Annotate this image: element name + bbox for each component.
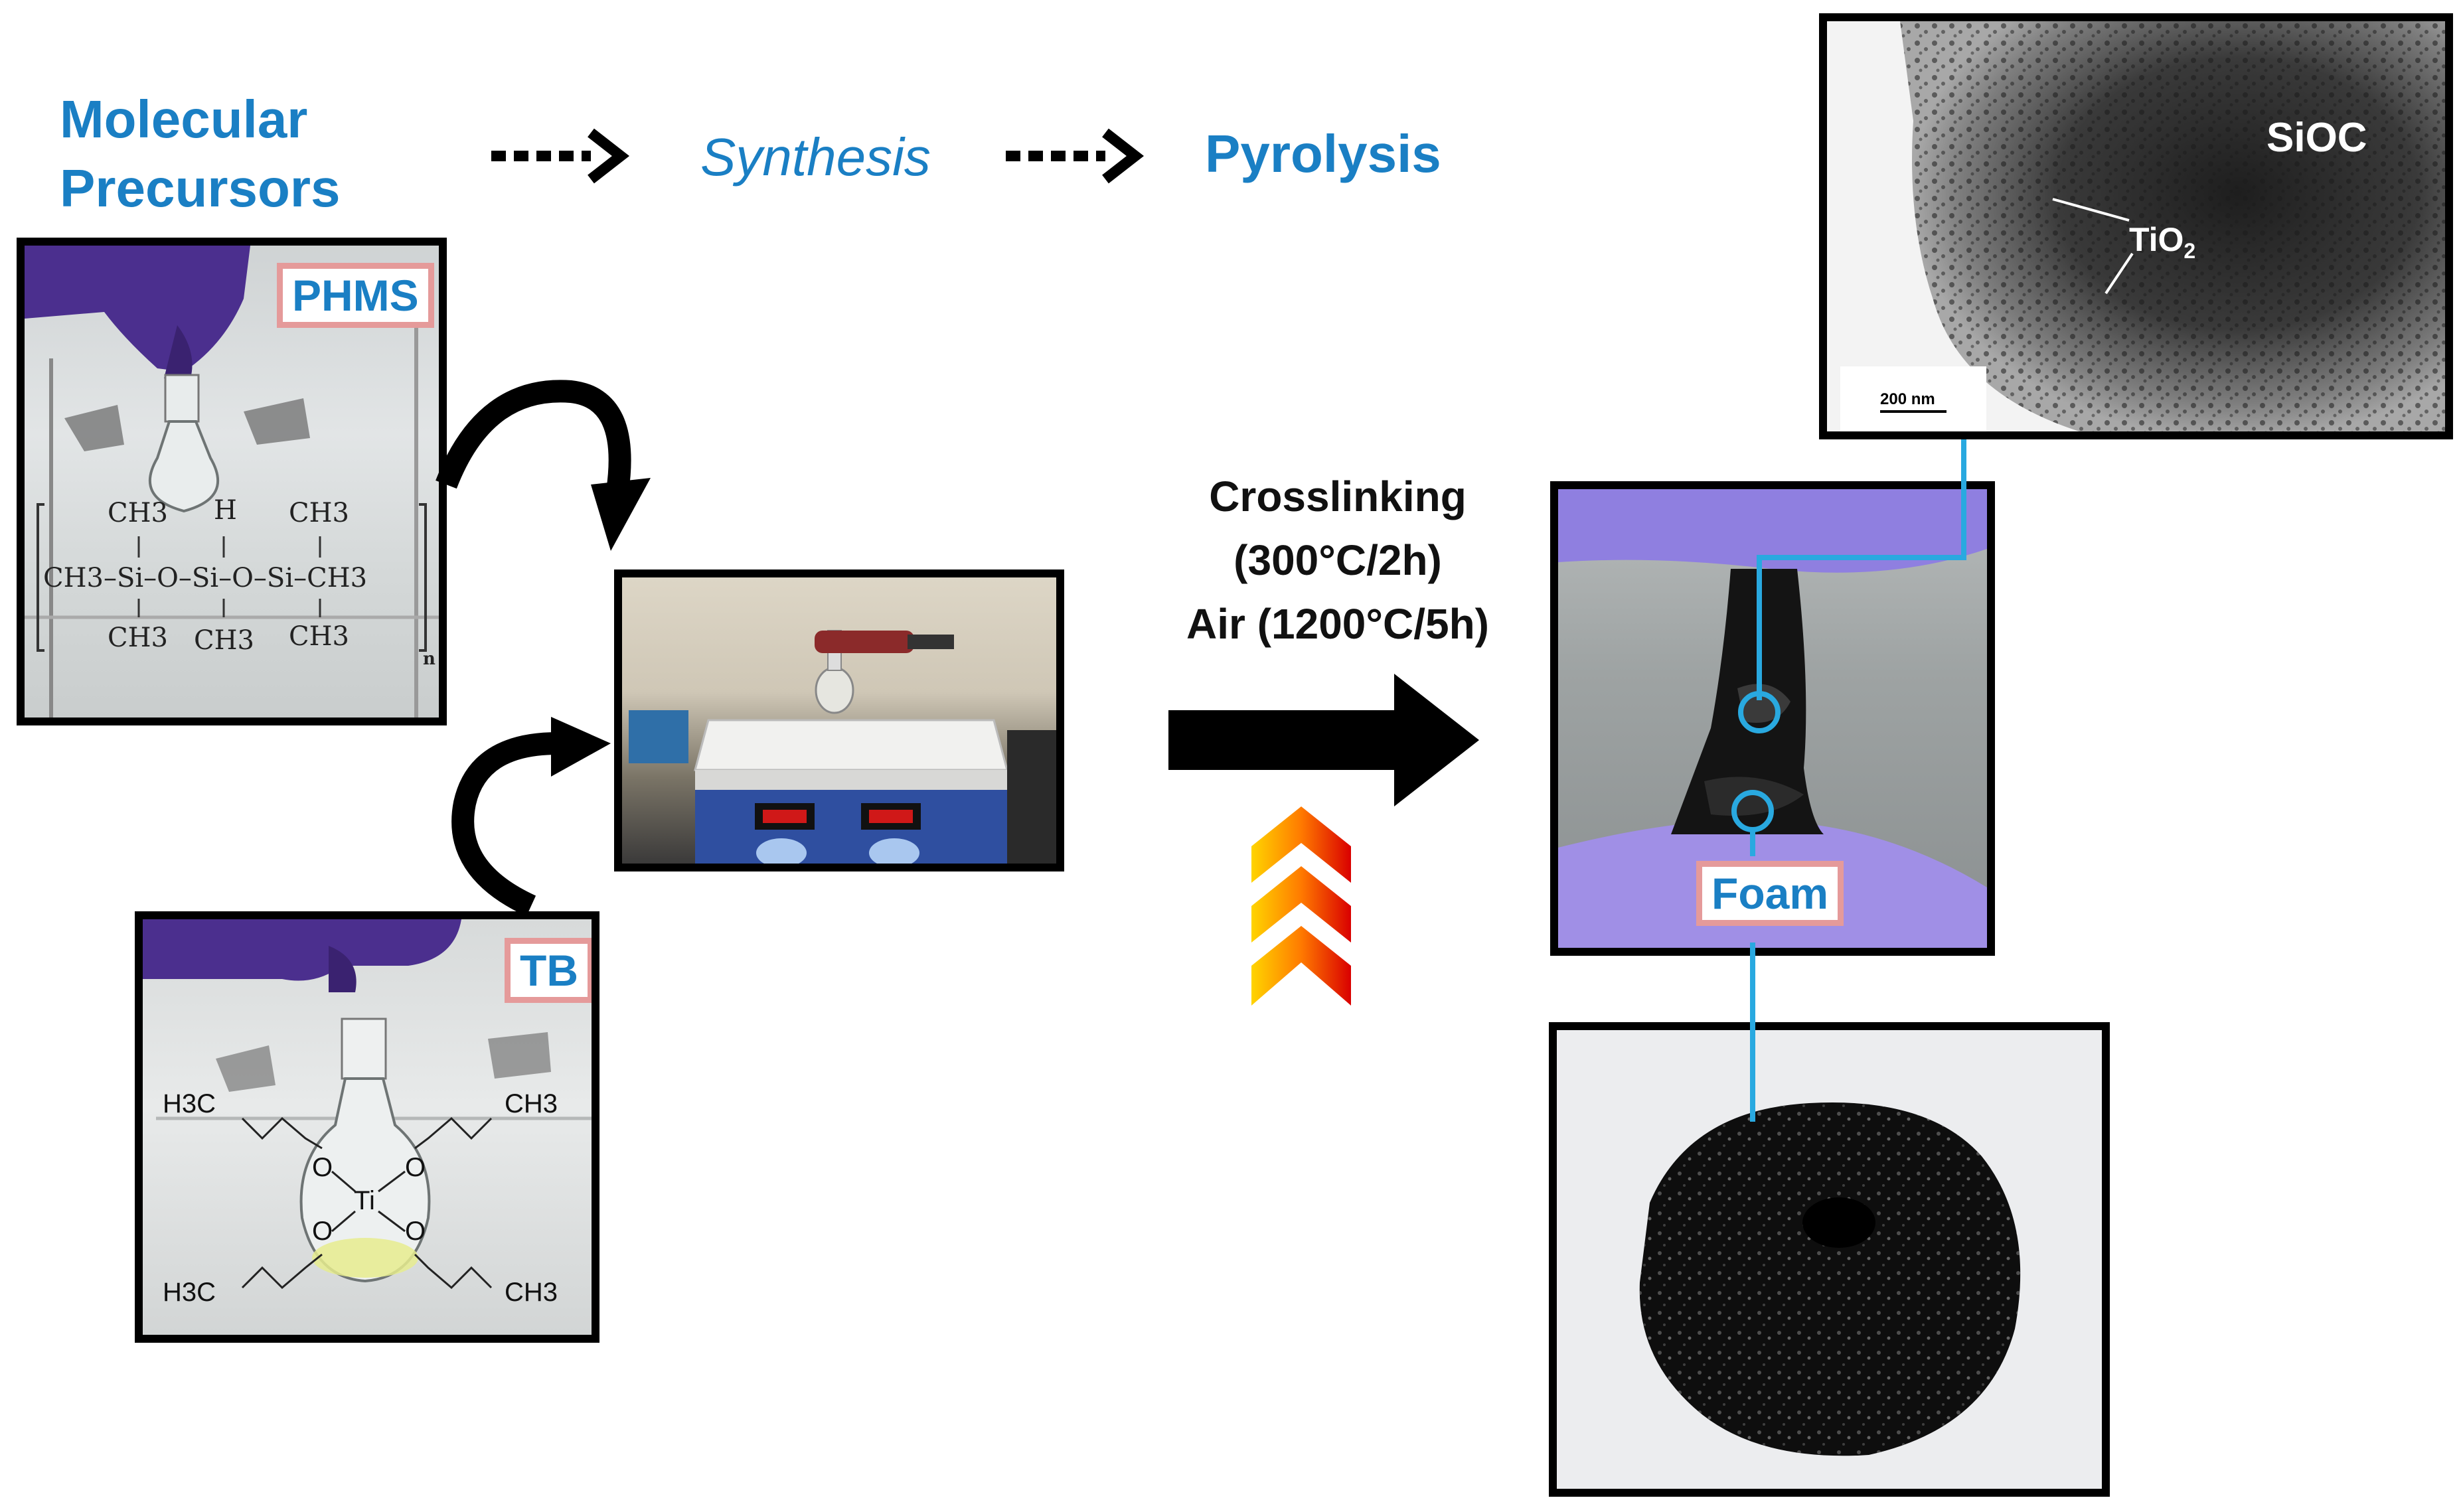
condition-line-2: (300°C/2h)	[1233, 536, 1442, 584]
tb-ch3-top: CH3	[505, 1089, 558, 1118]
heading-line-2: Precursors	[60, 159, 341, 218]
tb-o-left-bottom: O	[312, 1217, 333, 1246]
curved-arrow-phms-to-synthesis	[436, 380, 651, 551]
phms-ch3-top-right: CH3	[289, 498, 349, 528]
phms-chain: CH3–Si–O–Si–O–Si–CH3	[43, 563, 368, 593]
scale-bar-label: 200 nm	[1880, 390, 1935, 408]
phms-scene	[25, 246, 439, 718]
condition-line-3: Air (1200°C/5h)	[1186, 600, 1489, 648]
tio2-label: TiO2	[2129, 220, 2195, 264]
heading-pyrolysis: Pyrolysis	[1205, 124, 1441, 183]
phms-ch3-top-left: CH3	[108, 498, 168, 528]
dotted-arrow-1	[491, 128, 630, 184]
heading-molecular-precursors: Molecular Precursors	[60, 85, 340, 223]
phms-ch3-bottom-left: CH3	[108, 623, 168, 653]
tio2-text: TiO	[2129, 221, 2184, 258]
tio2-subscript: 2	[2184, 239, 2196, 263]
tb-scene	[143, 919, 592, 1290]
heading-synthesis: Synthesis	[700, 127, 931, 187]
foam-glove-photo: Foam	[1550, 481, 1995, 956]
heat-icon	[1251, 806, 1351, 1006]
tb-h3c-top: H3C	[163, 1089, 216, 1118]
tb-o-right-bottom: O	[405, 1217, 426, 1246]
tb-ch3-bottom: CH3	[505, 1278, 558, 1307]
phms-flask-photo: CH3 H CH3 CH3–Si–O–Si–O–Si–CH3 CH3 CH3 C…	[17, 238, 447, 725]
hotplate-photo	[614, 569, 1064, 871]
tb-o-left-top: O	[312, 1153, 333, 1182]
phms-subscript-n: n	[423, 649, 436, 669]
sioc-label: SiOC	[2266, 115, 2367, 161]
tem-texture	[1827, 21, 2445, 431]
pyrolysis-conditions: Crosslinking (300°C/2h) Air (1200°C/5h)	[1122, 465, 1553, 656]
tb-o-right-top: O	[405, 1153, 426, 1182]
foam-tag: Foam	[1696, 861, 1844, 926]
foam-closeup-photo	[1549, 1022, 2110, 1497]
tem-micrograph: SiOC TiO2 200 nm	[1819, 13, 2453, 439]
foam-closeup-scene	[1639, 1102, 2021, 1456]
phms-ch3-bottom-mid: CH3	[194, 625, 254, 656]
phms-tag: PHMS	[277, 263, 434, 328]
phms-h-top: H	[214, 495, 237, 526]
dotted-arrow-2	[1006, 128, 1145, 184]
hotplate-scene	[629, 630, 1056, 864]
tb-flask-photo: H3C CH3 O O Ti O O H3C CH3 TB	[135, 911, 599, 1343]
condition-line-1: Crosslinking	[1209, 473, 1467, 520]
heading-line-1: Molecular	[60, 90, 308, 149]
tb-h3c-bottom: H3C	[163, 1278, 216, 1307]
curved-arrow-tb-to-synthesis	[451, 717, 611, 917]
process-arrow	[1168, 674, 1479, 806]
phms-ch3-bottom-right: CH3	[289, 621, 349, 652]
tb-ti: Ti	[354, 1186, 375, 1215]
tb-tag: TB	[505, 938, 592, 1003]
